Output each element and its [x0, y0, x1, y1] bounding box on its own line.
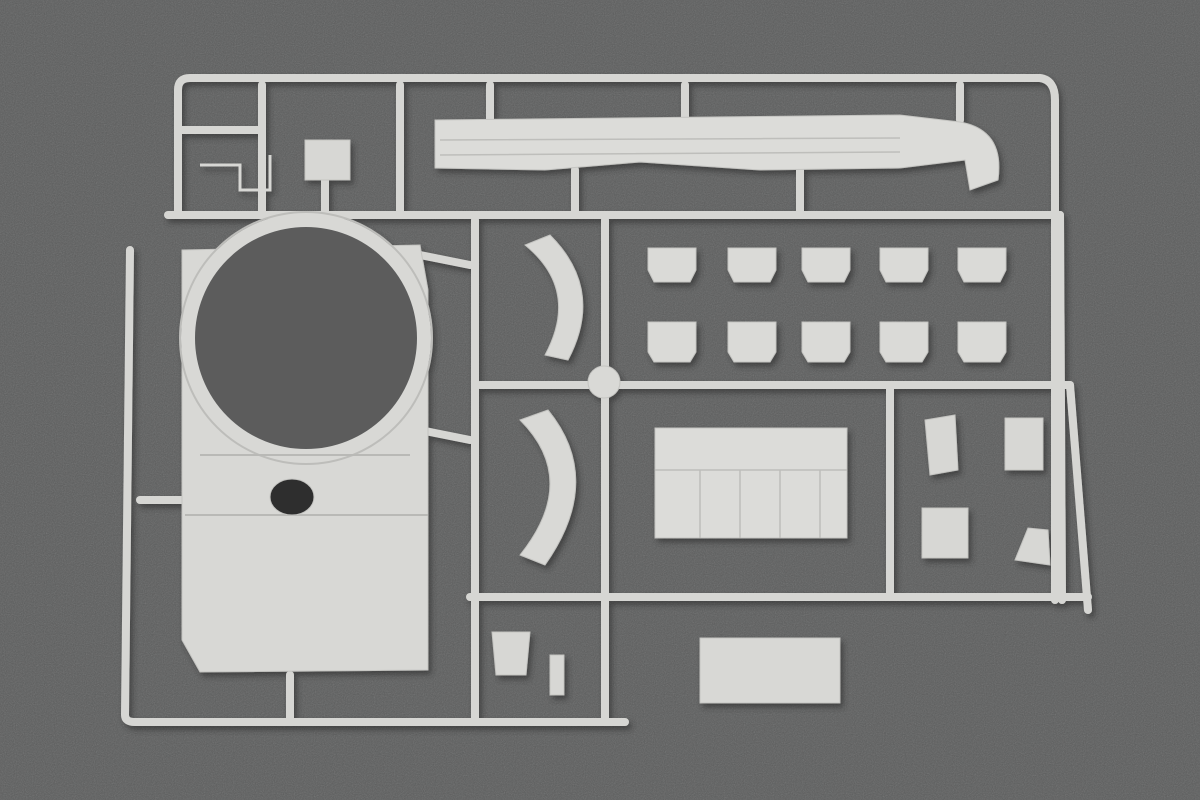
fender-part [434, 114, 1000, 191]
small-part [1004, 417, 1044, 471]
small-part [924, 414, 959, 476]
small-part [491, 631, 531, 676]
curved-armor-part [524, 234, 584, 361]
small-part [1014, 527, 1051, 566]
sprue-frame [120, 74, 1092, 726]
bracket-parts [647, 247, 1007, 363]
small-box-part [304, 139, 351, 181]
hull-deck-part [179, 211, 433, 673]
wire-part [200, 155, 272, 192]
small-part [921, 507, 969, 559]
curved-armor-part [519, 409, 577, 566]
rear-box-part [699, 637, 841, 704]
small-part [549, 654, 565, 696]
sprue-hub [587, 365, 621, 399]
engine-deck-part [654, 427, 848, 539]
